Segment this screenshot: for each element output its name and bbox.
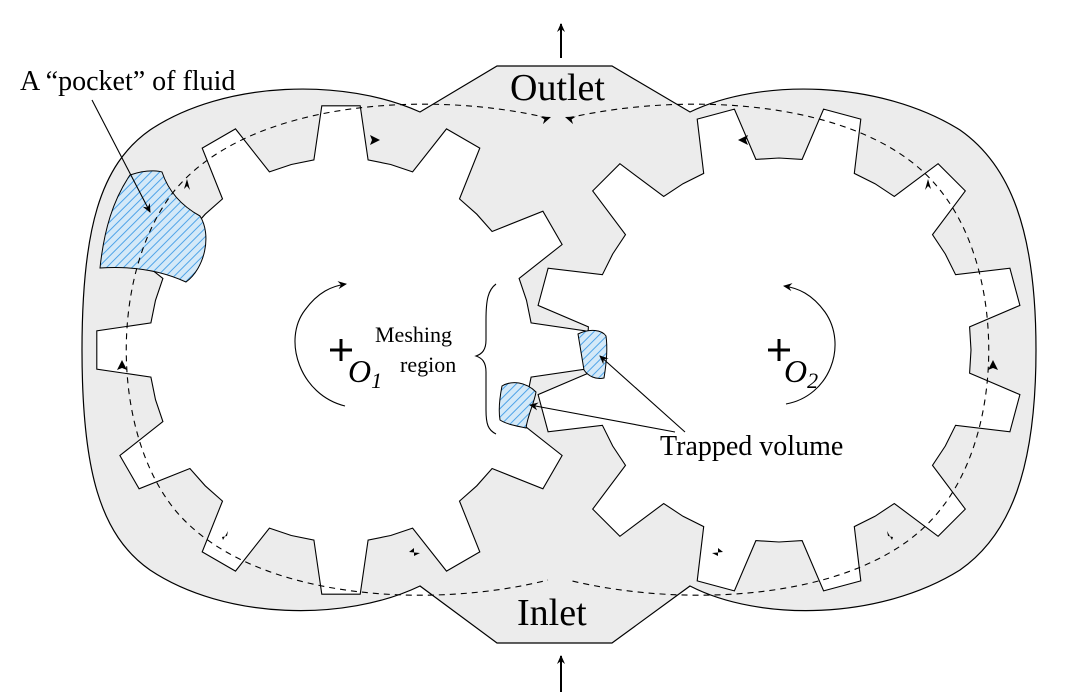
flow-arrows (117, 116, 998, 556)
flow-arrow (565, 116, 576, 125)
meshing-label-line1: Meshing (375, 322, 452, 347)
trapped-leader-lower (529, 402, 676, 433)
gear-1-center-label: O1 (348, 353, 382, 393)
flow-arrow (925, 179, 931, 190)
flow-arrow (184, 179, 190, 190)
flow-path-left (125, 103, 549, 596)
flow-arrow (887, 531, 893, 540)
rotation-arrow-gear-2 (783, 283, 836, 405)
flow-path-right (567, 103, 990, 596)
inlet-label: Inlet (517, 592, 587, 634)
flow-arrow (712, 548, 723, 556)
fluid-pocket (99, 170, 207, 283)
meshing-label-line2: region (400, 352, 456, 377)
gear-2-center-mark (768, 339, 790, 361)
trapped-volume-lower (498, 382, 537, 429)
pocket-leader (91, 99, 151, 213)
rotation-arrow-gear-1 (294, 281, 347, 407)
trapped-volume-label: Trapped volume (660, 431, 843, 462)
flow-arrow (738, 135, 748, 145)
flow-arrow (988, 360, 998, 370)
flow-arrow (540, 116, 551, 125)
flow-arrow (222, 531, 228, 540)
gear-1-center-mark (330, 339, 352, 361)
trapped-volume-upper (577, 329, 608, 379)
trapped-leader-upper (599, 355, 686, 433)
meshing-brace (474, 283, 497, 435)
pocket-label: A “pocket” of fluid (20, 66, 235, 97)
flow-arrow (370, 135, 380, 145)
outlet-label: Outlet (510, 67, 605, 109)
flow-arrow (409, 548, 420, 556)
flow-arrow (117, 360, 127, 370)
gear-2-center-label: O2 (784, 353, 818, 393)
